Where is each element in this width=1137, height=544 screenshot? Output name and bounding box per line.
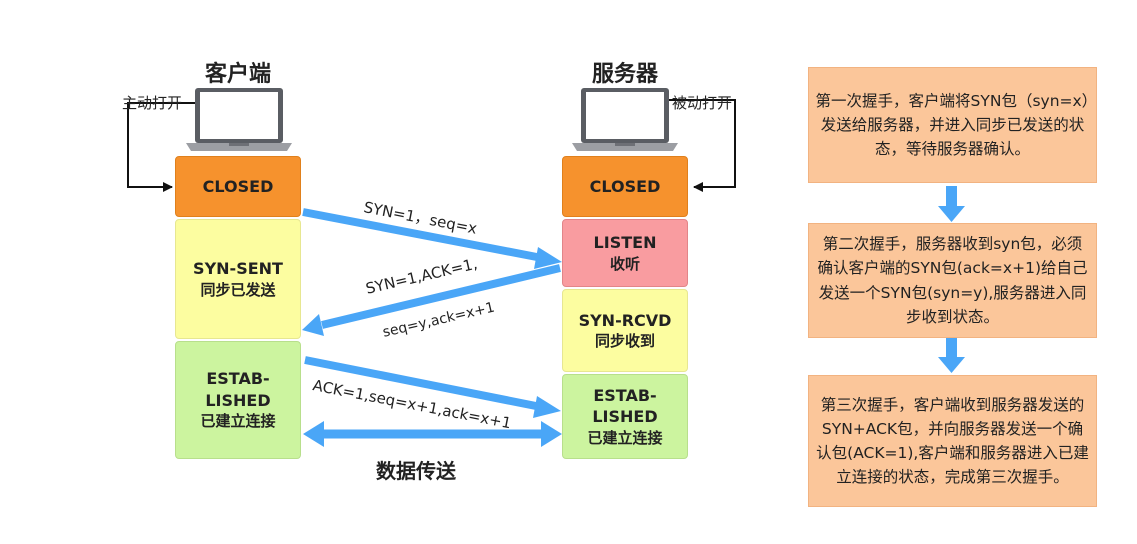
handshake-note-3: 第三次握手，客户端收到服务器发送的SYN+ACK包，并向服务器发送一个确认包(A… [808,375,1097,507]
server-state-established: ESTAB-LISHED 已建立连接 [562,374,688,459]
data-transfer-arrow [303,421,562,447]
state-sublabel: 同步收到 [594,332,655,351]
state-label: LISTEN [593,233,657,253]
state-label: SYN-RCVD [578,310,672,330]
state-label: ESTAB-LISHED [592,385,658,427]
laptop-icon [186,88,292,151]
state-label: CLOSED [202,176,274,196]
syn-arrow [302,208,562,269]
state-sublabel: 同步已发送 [200,280,276,299]
laptop-icon [572,88,678,151]
state-label: CLOSED [589,176,661,196]
passive-open-label: 被动打开 [672,94,733,112]
handshake-note-1: 第一次握手，客户端将SYN包（syn=x）发送给服务器，并进入同步已发送的状态，… [808,67,1097,183]
down-arrow-icon [938,186,965,222]
server-state-closed: CLOSED [562,156,688,217]
note-text: 第三次握手，客户端收到服务器发送的SYN+ACK包，并向服务器发送一个确认包(A… [816,395,1089,487]
handshake-note-2: 第二次握手，服务器收到syn包，必须确认客户端的SYN包(ack=x+1)给自己… [808,223,1097,338]
down-arrow-icon [938,337,965,373]
data-transfer-label: 数据传送 [376,459,456,483]
server-title: 服务器 [591,62,658,87]
state-sublabel: 收听 [609,254,640,273]
passive-open-connector [669,99,736,192]
active-open-label: 主动打开 [122,94,183,112]
ack-arrow [304,356,561,418]
client-state-syn-sent: SYN-SENT 同步已发送 [175,219,301,339]
server-state-syn-rcvd: SYN-RCVD 同步收到 [562,289,688,372]
active-open-connector [127,102,195,192]
state-label: ESTAB-LISHED [205,369,271,410]
client-state-closed: CLOSED [175,156,301,217]
state-label: SYN-SENT [193,259,283,279]
synack-arrow [302,264,561,336]
client-state-established: ESTAB-LISHED 已建立连接 [175,341,301,459]
note-text: 第二次握手，服务器收到syn包，必须确认客户端的SYN包(ack=x+1)给自己… [817,235,1088,326]
client-title: 客户端 [204,62,271,87]
state-sublabel: 已建立连接 [587,428,663,447]
state-sublabel: 已建立连接 [200,412,276,431]
server-state-listen: LISTEN 收听 [562,219,688,287]
note-text: 第一次握手，客户端将SYN包（syn=x）发送给服务器，并进入同步已发送的状态，… [815,91,1090,158]
